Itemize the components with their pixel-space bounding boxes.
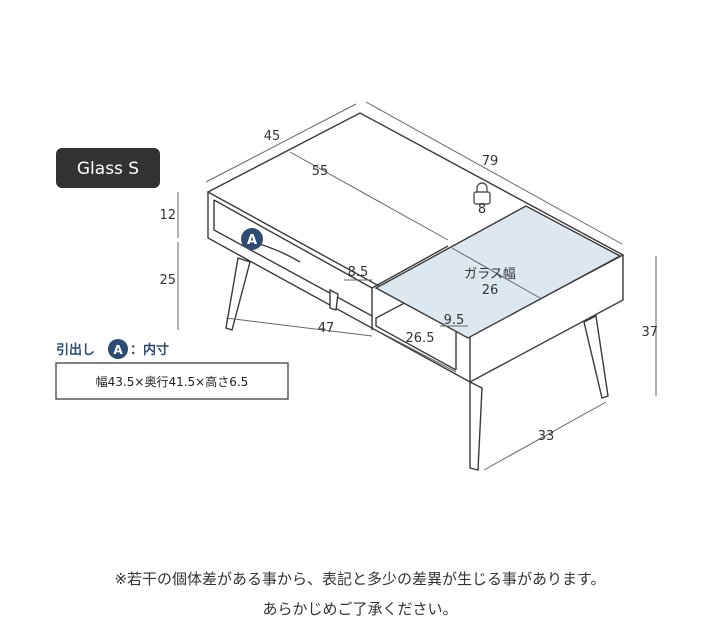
drawer-spec-detail: 幅43.5×奥行41.5×高さ6.5 [96,374,249,389]
dim-length-top: 79 [482,154,499,169]
drawer-spec-prefix: 引出し [56,342,95,358]
product-badge-label: Glass S [77,159,139,179]
dim-inner-length: 55 [312,164,329,179]
drawer-spec-marker-letter: A [113,343,123,357]
glass-value: 26 [482,283,499,298]
dim-lock-value: 8 [478,202,486,217]
product-badge [56,148,160,188]
dim-leg-height-upper: 25 [159,273,176,288]
dim-drawer-width: 47 [318,321,335,336]
dimension-lines [177,101,657,471]
dim-total-height: 37 [641,325,658,340]
dim-shelf-width: 26.5 [406,331,435,346]
drawer-spec-suffix: ：内寸 [130,342,169,358]
glass-label: ガラス幅 [464,267,516,282]
glass-panel [374,205,622,339]
dim-drawer-height: 12 [159,208,176,223]
dim-leg-span: 33 [538,429,555,444]
drawer-marker [241,228,263,250]
dim-side-gap: 8.5 [348,265,369,280]
dim-shelf-height: 9.5 [444,313,465,328]
drawer-spec-marker [108,339,128,359]
lock-icon [473,182,491,205]
footnote-line-2: あらかじめご了承ください。 [262,600,458,618]
drawer-marker-letter: A [247,233,257,248]
dim-width-top: 45 [264,129,281,144]
footnote-line-1: ※若干の個体差がある事から、表記と多少の差異が生じる事があります。 [114,570,606,588]
drawer-spec-box [55,362,289,400]
